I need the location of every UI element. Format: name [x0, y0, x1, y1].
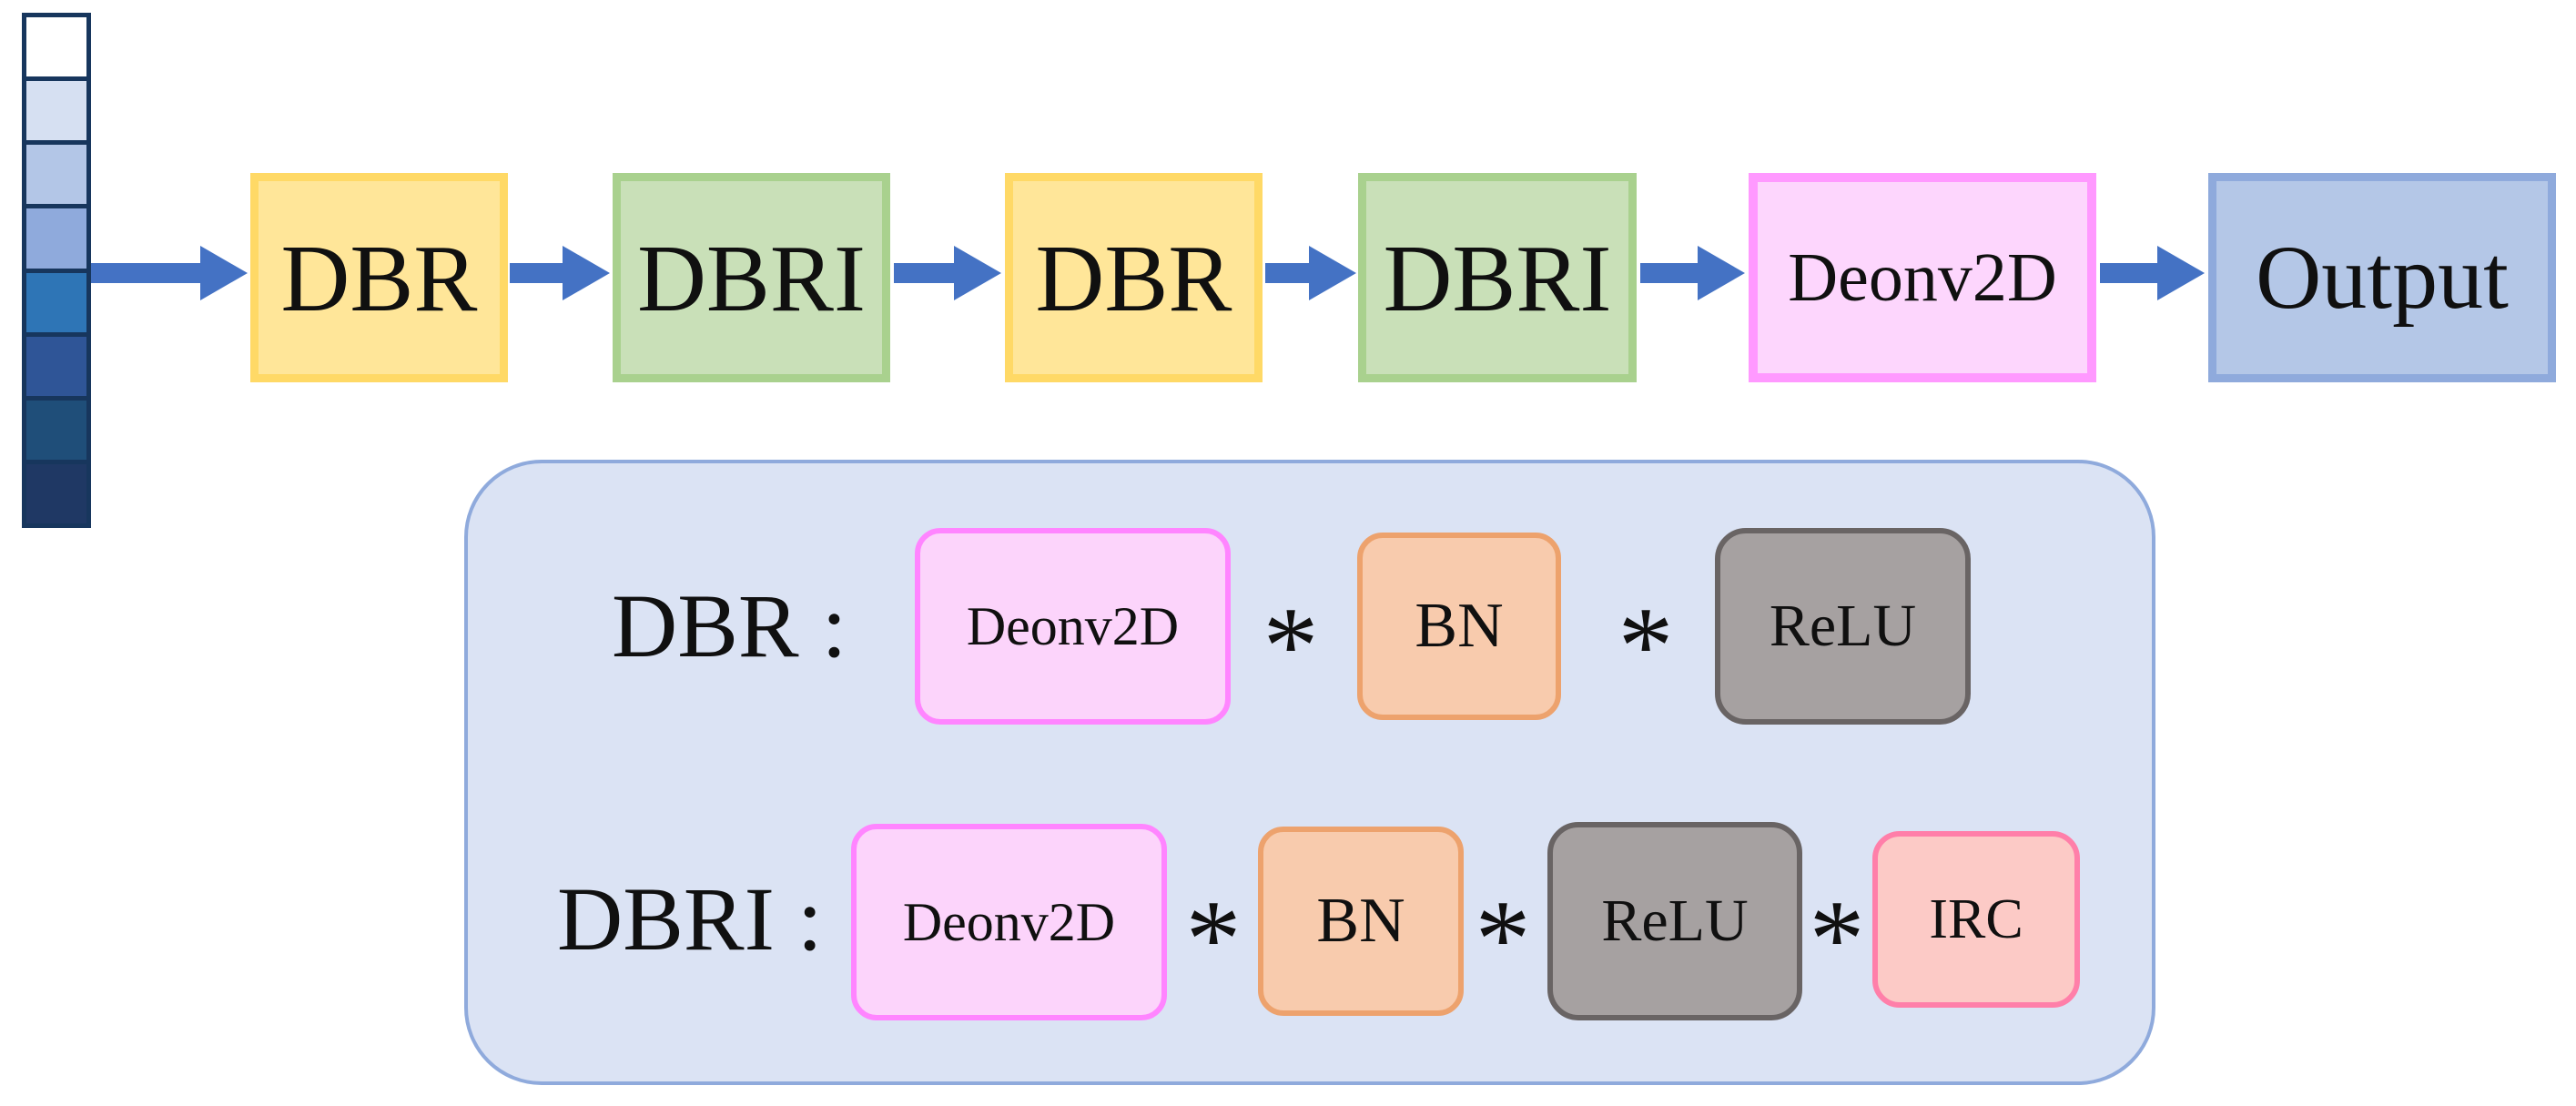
arrow-head [1698, 246, 1745, 300]
arrow-head [200, 246, 248, 300]
flow-node-output: Output [2208, 173, 2556, 382]
node-label: DBRI [1383, 224, 1612, 331]
arrow-shaft [894, 263, 954, 283]
flow-node-dbr-1: DBR [250, 173, 508, 382]
legend-box-label: BN [1316, 886, 1405, 956]
asterisk-separator: * [1795, 862, 1879, 994]
node-label: DBRI [637, 224, 866, 331]
legend-box-label: ReLU [1769, 593, 1917, 659]
arrow-shaft [91, 263, 200, 283]
arrow-shaft [1265, 263, 1309, 283]
legend-box-relu: ReLU [1547, 822, 1802, 1020]
arrow-shaft [510, 263, 563, 283]
legend-box-label: ReLU [1601, 888, 1749, 954]
colorbar-cell [26, 204, 86, 269]
asterisk-glyph: * [1618, 583, 1674, 707]
flow-node-dbri-1: DBRI [613, 173, 890, 382]
legend-box-label: Deonv2D [966, 595, 1180, 656]
arrow-head [954, 246, 1001, 300]
asterisk-glyph: * [1475, 877, 1531, 1000]
flow-node-deonv2d: Deonv2D [1749, 173, 2096, 382]
flow-arrow-icon [510, 246, 610, 300]
arrow-shaft [2100, 263, 2157, 283]
colorbar-cell [26, 140, 86, 205]
input-colorbar [22, 13, 91, 528]
legend-box-bn: BN [1258, 827, 1464, 1016]
arrow-head [1309, 246, 1356, 300]
legend-row-dbr-label: DBR : [612, 575, 847, 676]
asterisk-separator: * [1461, 862, 1545, 994]
asterisk-separator: * [1171, 862, 1255, 994]
node-label: DBR [280, 224, 478, 331]
legend-box-bn: BN [1357, 533, 1561, 720]
colorbar-cell [26, 331, 86, 396]
flow-arrow-icon [1640, 246, 1745, 300]
asterisk-glyph: * [1263, 583, 1319, 707]
arrow-shaft [1640, 263, 1698, 283]
asterisk-glyph: * [1185, 877, 1242, 1000]
flow-arrow-icon [91, 246, 248, 300]
colorbar-cell [26, 459, 86, 523]
legend-box-irc: IRC [1872, 831, 2080, 1008]
legend-box-label: IRC [1929, 888, 2023, 950]
colorbar-cell [26, 395, 86, 460]
arrow-head [563, 246, 610, 300]
asterisk-separator: * [1604, 569, 1688, 701]
legend-box-label: Deonv2D [902, 891, 1116, 952]
node-label: Output [2256, 227, 2509, 328]
legend-box-deonv2d: Deonv2D [915, 528, 1231, 725]
colorbar-cell [26, 76, 86, 141]
asterisk-separator: * [1249, 569, 1333, 701]
legend-box-label: BN [1415, 591, 1504, 661]
asterisk-glyph: * [1809, 877, 1865, 1000]
legend-row-dbri-label: DBRI : [557, 868, 823, 969]
flow-node-dbri-2: DBRI [1358, 173, 1637, 382]
flow-arrow-icon [1265, 246, 1356, 300]
legend-box-relu: ReLU [1715, 528, 1971, 725]
node-label: DBR [1035, 224, 1232, 331]
legend-box-deonv2d: Deonv2D [851, 824, 1167, 1020]
node-label: Deonv2D [1788, 239, 2057, 316]
arrow-head [2157, 246, 2205, 300]
flow-arrow-icon [2100, 246, 2205, 300]
colorbar-cell [26, 268, 86, 332]
colorbar-cell [26, 17, 86, 77]
flow-arrow-icon [894, 246, 1001, 300]
flow-node-dbr-2: DBR [1005, 173, 1263, 382]
